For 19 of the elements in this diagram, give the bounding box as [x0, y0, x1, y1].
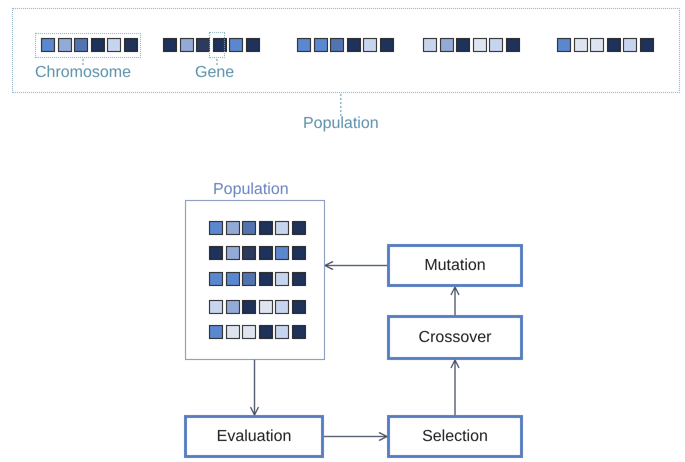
arrow: [450, 359, 460, 415]
heading: Population: [213, 182, 289, 198]
leader-line: [340, 93, 342, 116]
arrow: [450, 286, 460, 315]
chromosome-frame: [35, 33, 141, 58]
population-label: Population: [303, 116, 379, 132]
gene-label: Gene: [195, 65, 234, 81]
population-frame: [12, 8, 680, 93]
leader-line: [82, 58, 84, 65]
arrow: [324, 260, 387, 270]
arrow: [250, 360, 260, 416]
process-box: Evaluation: [184, 415, 324, 458]
chromosome-label: Chromosome: [35, 65, 132, 81]
process-box: Mutation: [387, 244, 523, 287]
leader-line: [216, 58, 218, 65]
process-box: Selection: [387, 415, 523, 458]
process-box: Crossover: [387, 315, 523, 360]
arrow: [324, 432, 388, 442]
gene-frame: [209, 32, 225, 58]
